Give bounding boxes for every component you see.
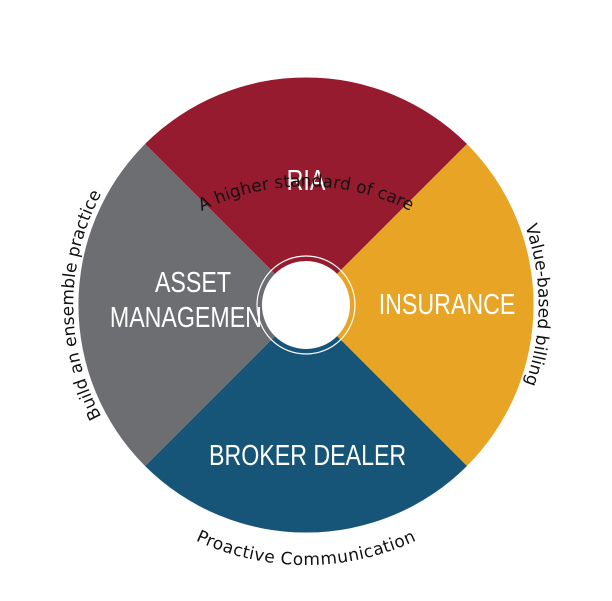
insurance-segment: [306, 144, 534, 466]
broker-dealer-segment: [145, 305, 467, 533]
center-ring: [256, 255, 356, 355]
asset-label: ASSET: [155, 265, 231, 298]
management-label: MANAGEMENT: [110, 300, 276, 333]
insurance-label: INSURANCE: [379, 287, 516, 320]
ria-label: RIA: [287, 163, 326, 196]
ria-segment: [145, 77, 467, 305]
asset-management-segment: [78, 144, 306, 466]
broker-dealer-label: BROKER DEALER: [209, 438, 406, 471]
broker-dealer-tagline: Proactive Communication: [193, 527, 418, 570]
center-hole: [262, 261, 350, 349]
